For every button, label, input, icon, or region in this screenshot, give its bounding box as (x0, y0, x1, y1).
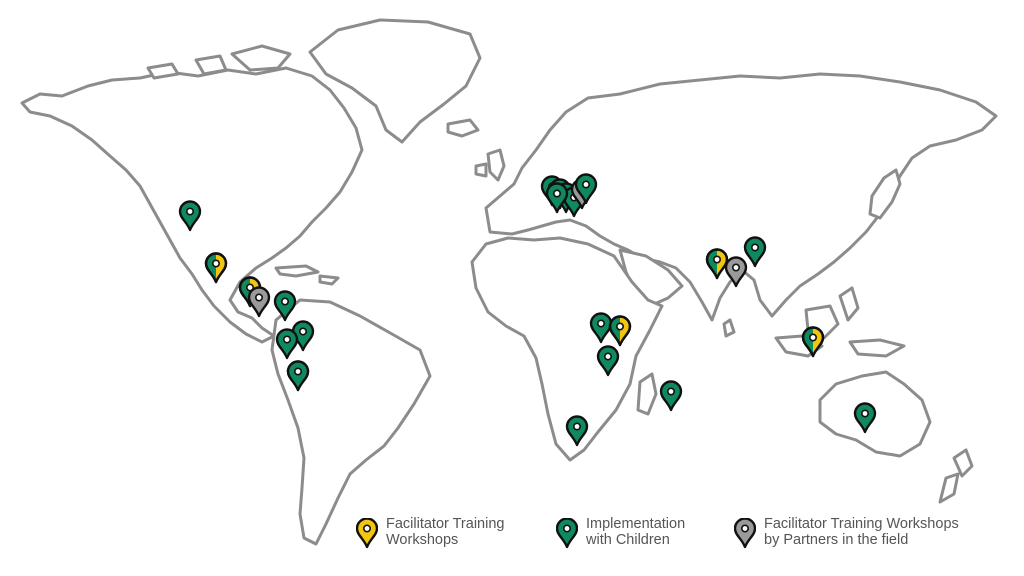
map-pin-nepal (743, 236, 767, 268)
map-pin-colombia-south (275, 328, 299, 360)
map-pin-ethiopia (589, 312, 613, 344)
map-pin-mexico (204, 252, 228, 284)
map-pin-australia (853, 402, 877, 434)
map-pin-peru (286, 360, 310, 392)
south-america-outline (270, 298, 432, 546)
legend-label: Facilitator Training Workshops by Partne… (764, 516, 959, 548)
map-pin-icon (556, 518, 578, 549)
map-pin-colombia-north (273, 290, 297, 322)
caribbean-islands-outline (274, 264, 340, 286)
arctic-islands-outline (146, 44, 292, 80)
legend-label: Implementation with Children (586, 516, 686, 548)
legend-label: Facilitator Training Workshops (386, 516, 505, 548)
map-pin-borneo (801, 326, 825, 358)
africa-outline (470, 236, 664, 462)
land-masses (20, 18, 998, 546)
map-pin-ukraine (574, 173, 598, 205)
map-pin-western-usa (178, 200, 202, 232)
greenland-outline (308, 18, 482, 144)
map-pin-el-salvador (247, 286, 271, 318)
legend-implementation: Implementation with Children (556, 516, 685, 550)
eurasia-outline (484, 72, 998, 322)
legend-facilitator: Facilitator Training Workshops (356, 516, 504, 550)
markers-layer (178, 173, 877, 447)
southeast-asia-islands-outline (774, 286, 906, 358)
iceland-outline (446, 118, 480, 138)
british-isles-outline (474, 148, 506, 182)
legend-partners: Facilitator Training Workshops by Partne… (734, 516, 959, 550)
map-pin-icon (734, 518, 756, 549)
map-pin-india (724, 256, 748, 288)
map-pin-europe-5 (545, 182, 569, 214)
map-pin-ethiopia-east (608, 315, 632, 347)
map-pin-kenya (596, 345, 620, 377)
sri-lanka-outline (722, 318, 736, 338)
map-pin-icon (356, 518, 378, 549)
map-pin-south-africa (565, 415, 589, 447)
japan-outline (868, 168, 902, 220)
map-pin-india-north (705, 248, 729, 280)
map-pin-madagascar (659, 380, 683, 412)
madagascar-outline (636, 372, 658, 416)
new-zealand-outline (938, 448, 974, 504)
